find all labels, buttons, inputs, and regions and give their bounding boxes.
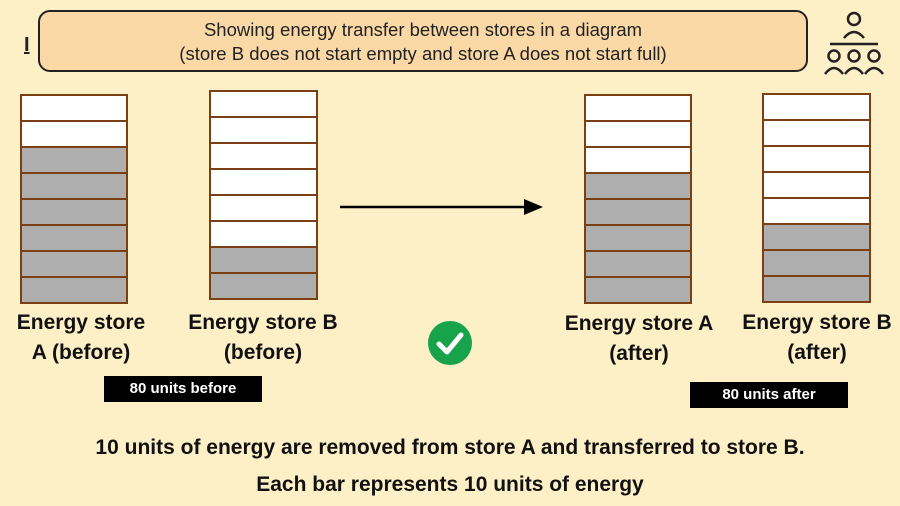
- title-box: Showing energy transfer between stores i…: [38, 10, 808, 72]
- filled-bar: [211, 272, 316, 298]
- filled-bar: [22, 276, 126, 302]
- footer-line-2: Each bar represents 10 units of energy: [256, 473, 644, 496]
- filled-bar: [586, 198, 690, 224]
- store-a-before: [20, 94, 128, 304]
- filled-bar: [211, 246, 316, 272]
- filled-bar: [586, 172, 690, 198]
- empty-bar: [211, 194, 316, 220]
- filled-bar: [22, 250, 126, 276]
- units-before-box: 80 units before: [104, 376, 262, 402]
- check-circle-icon: [428, 321, 472, 365]
- slide-marker: I: [24, 34, 30, 56]
- footer-line-1: 10 units of energy are removed from stor…: [95, 436, 805, 459]
- store-b-before-label: Energy store B(before): [188, 311, 338, 364]
- filled-bar: [764, 275, 869, 301]
- store-b-after: [762, 93, 871, 303]
- store-a-after: [584, 94, 692, 304]
- empty-bar: [211, 142, 316, 168]
- empty-bar: [211, 116, 316, 142]
- filled-bar: [22, 146, 126, 172]
- units-after-box: 80 units after: [690, 382, 848, 408]
- right-arrow-icon: [340, 199, 543, 215]
- filled-bar: [22, 172, 126, 198]
- filled-bar: [22, 224, 126, 250]
- empty-bar: [22, 96, 126, 120]
- title-line-1: Showing energy transfer between stores i…: [203, 19, 643, 40]
- filled-bar: [764, 223, 869, 249]
- filled-bar: [586, 276, 690, 302]
- store-b-before: [209, 90, 318, 300]
- filled-bar: [586, 250, 690, 276]
- empty-bar: [764, 145, 869, 171]
- empty-bar: [211, 168, 316, 194]
- empty-bar: [764, 197, 869, 223]
- people-group-icon: [824, 11, 884, 75]
- empty-bar: [764, 119, 869, 145]
- empty-bar: [211, 92, 316, 116]
- filled-bar: [586, 224, 690, 250]
- empty-bar: [764, 171, 869, 197]
- filled-bar: [22, 198, 126, 224]
- store-b-after-label: Energy store B(after): [742, 311, 892, 364]
- empty-bar: [586, 120, 690, 146]
- empty-bar: [22, 120, 126, 146]
- empty-bar: [586, 96, 690, 120]
- filled-bar: [764, 249, 869, 275]
- store-a-after-label: Energy store A(after): [564, 312, 714, 365]
- empty-bar: [586, 146, 690, 172]
- empty-bar: [211, 220, 316, 246]
- title-line-2: (store B does not start empty and store …: [179, 43, 667, 64]
- empty-bar: [764, 95, 869, 119]
